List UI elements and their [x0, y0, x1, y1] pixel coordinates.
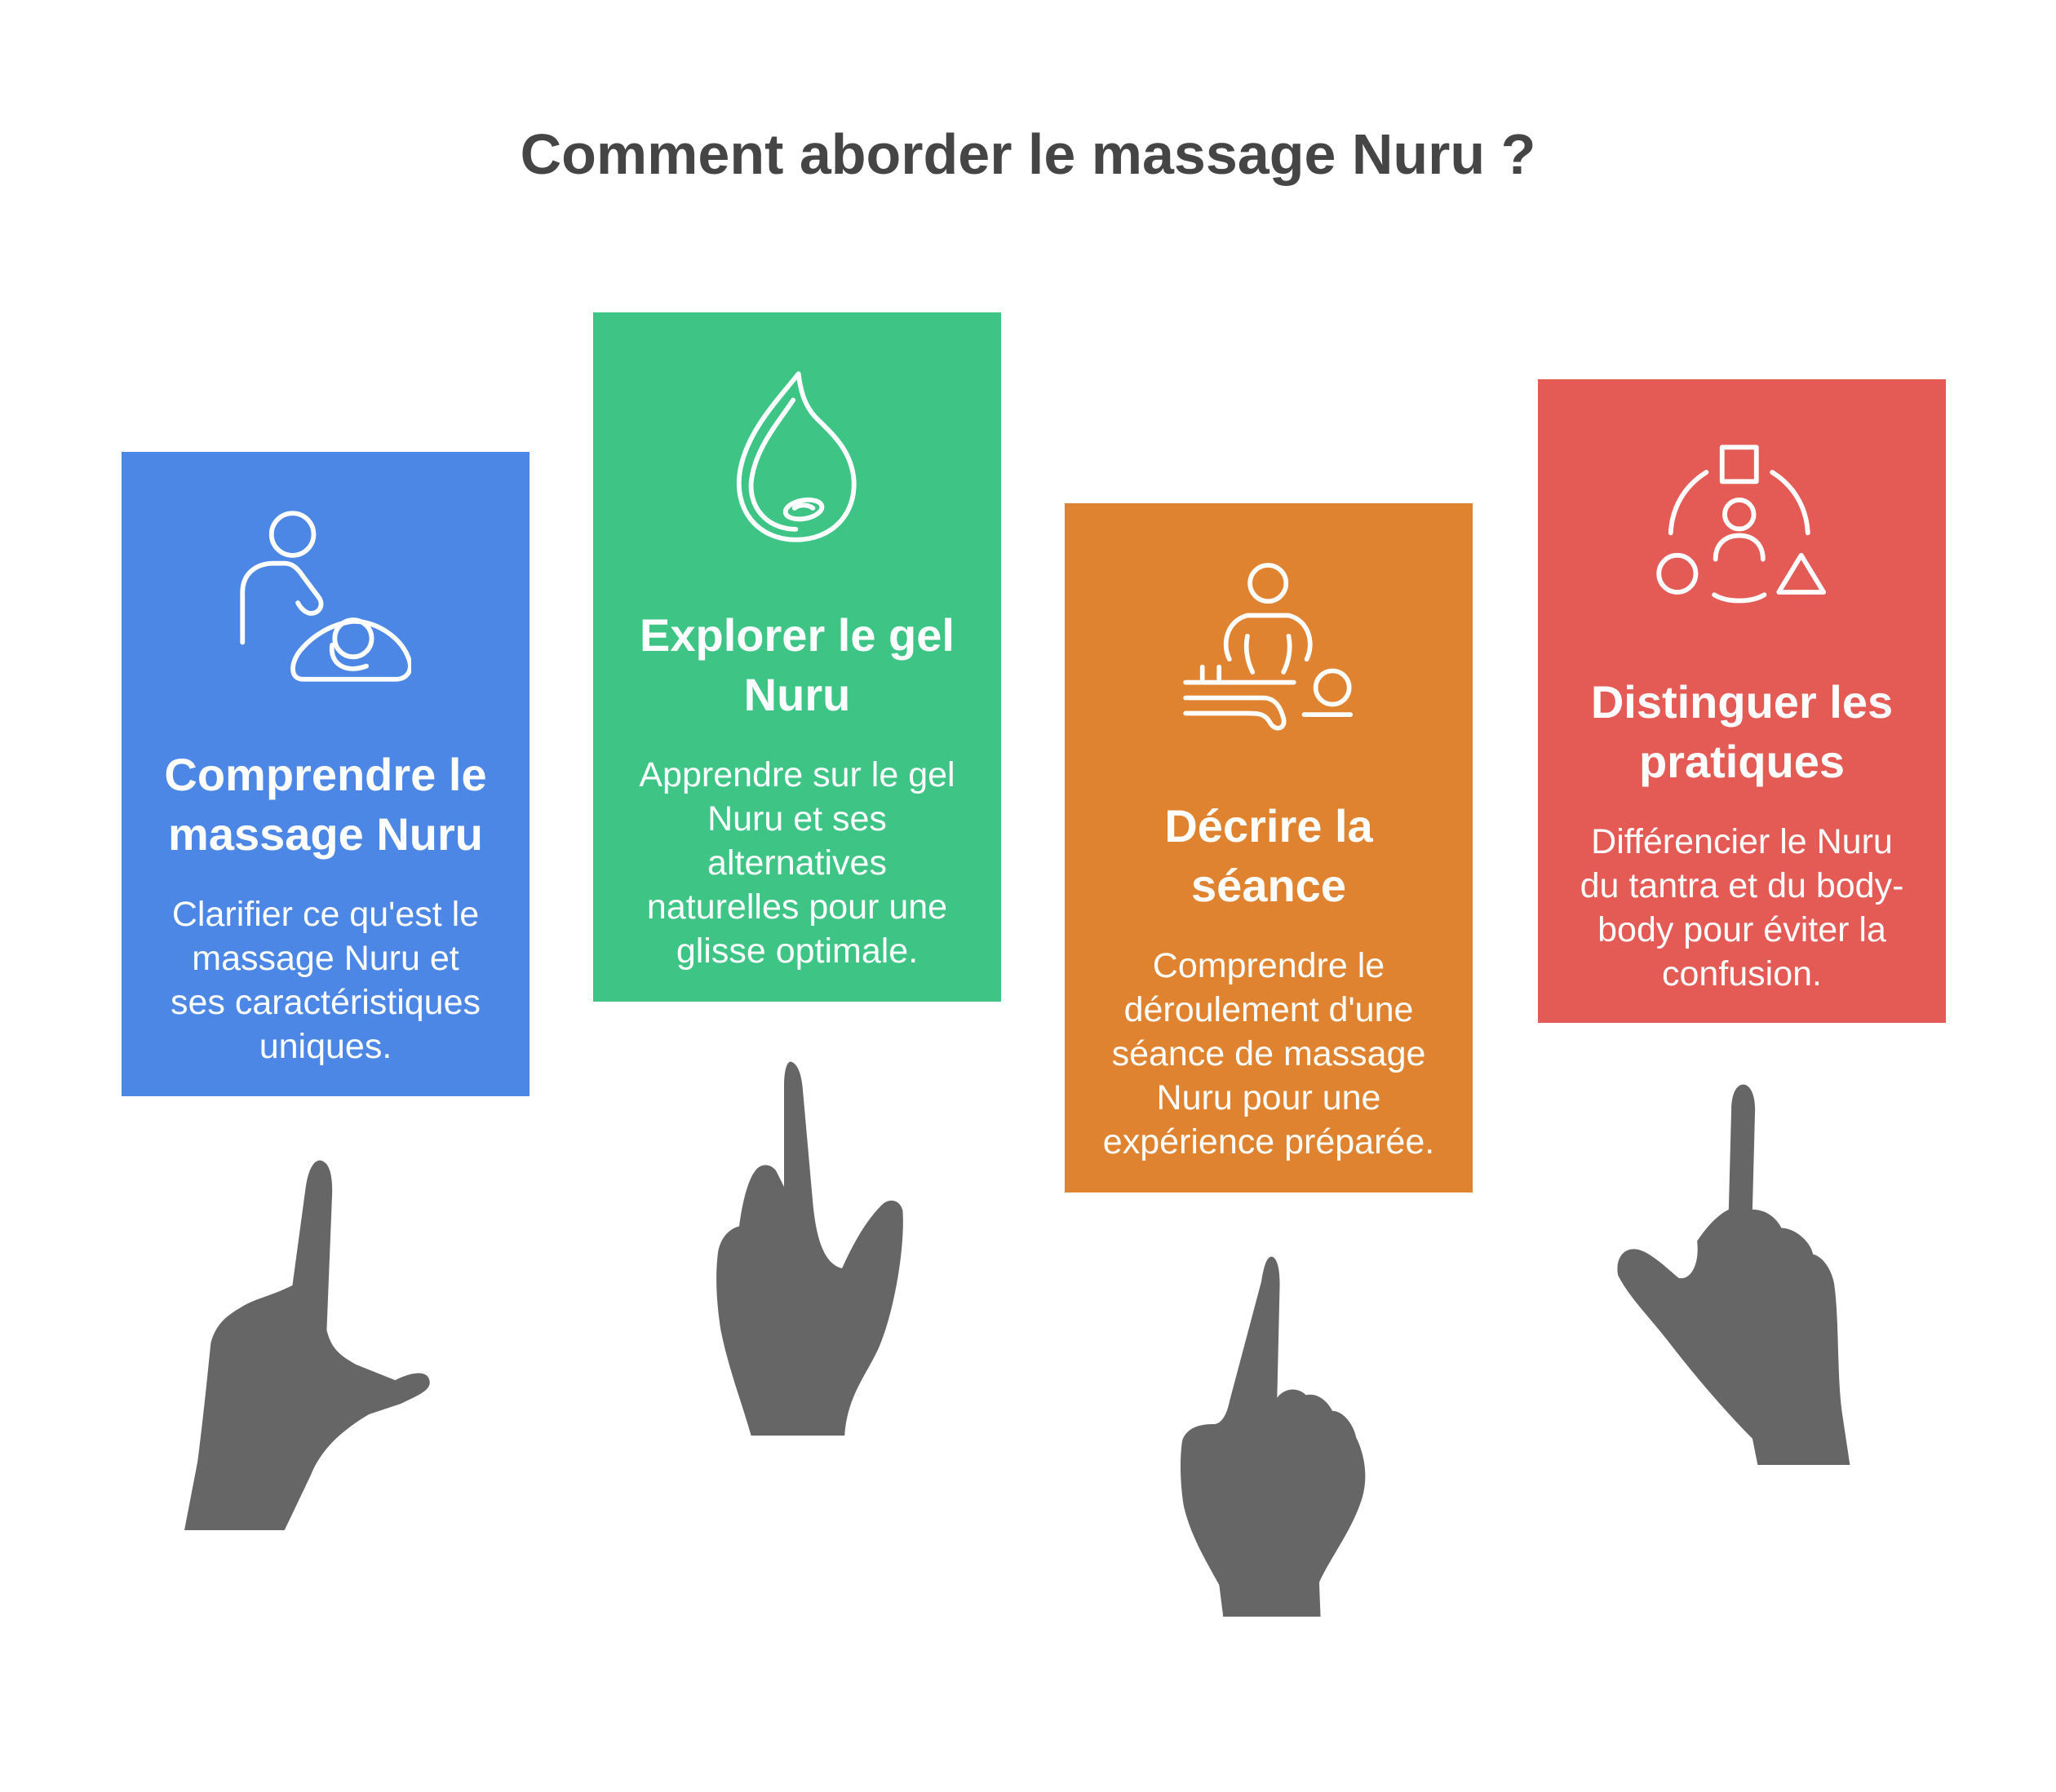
card-title: Explorer le gel Nuru [593, 605, 1001, 724]
card-description-line: body pour éviter la [1597, 910, 1886, 949]
card-description-line: massage Nuru et [192, 939, 459, 978]
card-title-line: Comprendre le [164, 749, 487, 800]
card-description-line: Clarifier ce qu'est le [171, 895, 480, 934]
card-description-line: Comprendre le [1152, 946, 1385, 985]
card-title-line: Nuru [743, 669, 851, 720]
card-description-line: déroulement d'une [1123, 990, 1414, 1029]
card-description-line: expérience préparée. [1102, 1122, 1435, 1161]
card-title-line: pratiques [1638, 736, 1846, 787]
card-title-line: Explorer le gel [640, 609, 955, 661]
card-description-line: séance de massage [1111, 1034, 1426, 1073]
card-description-line: alternatives [707, 843, 887, 883]
card-description: Différencier le Nuru du tantra et du bod… [1538, 820, 1946, 996]
card-distinguer: Distinguer les pratiques Différencier le… [1538, 379, 1946, 1023]
card-title: Distinguer les pratiques [1538, 672, 1946, 791]
card-description-line: Nuru pour une [1156, 1078, 1381, 1117]
card-description-line: Nuru et ses [707, 799, 887, 838]
pointing-hand-icon [1615, 1083, 1851, 1465]
oil-drop-icon [711, 371, 883, 542]
practices-comparison-icon [1656, 438, 1828, 609]
card-decrire: Décrire la séance Comprendre le déroulem… [1065, 503, 1473, 1192]
card-description-line: naturelles pour une [646, 887, 948, 927]
card-title-line: Décrire la [1164, 800, 1373, 852]
card-description-line: glisse optimale. [676, 931, 919, 971]
card-comprendre: Comprendre le massage Nuru Clarifier ce … [122, 452, 530, 1096]
massage-icon [240, 511, 411, 682]
card-description-line: Apprendre sur le gel [639, 755, 955, 794]
card-description-line: uniques. [259, 1027, 392, 1066]
card-description-line: ses caractéristiques [171, 983, 481, 1022]
card-description-line: Différencier le Nuru [1591, 822, 1893, 861]
card-description: Clarifier ce qu'est le massage Nuru et s… [122, 892, 530, 1069]
pointing-hand-icon [1180, 1255, 1367, 1617]
card-title-line: séance [1191, 860, 1346, 911]
card-explorer: Explorer le gel Nuru Apprendre sur le ge… [593, 312, 1001, 1002]
pointing-hand-icon [716, 1060, 904, 1436]
pointing-hand-icon [184, 1159, 431, 1530]
card-title-line: Distinguer les [1590, 676, 1894, 728]
card-description: Apprendre sur le gel Nuru et ses alterna… [593, 753, 1001, 973]
card-description-line: du tantra et du body- [1580, 866, 1904, 905]
card-description-line: confusion. [1661, 954, 1823, 993]
card-title: Comprendre le massage Nuru [122, 745, 530, 864]
card-description: Comprendre le déroulement d'une séance d… [1065, 944, 1473, 1164]
card-title-line: massage Nuru [168, 808, 483, 860]
massage-table-icon [1183, 562, 1354, 733]
card-title: Décrire la séance [1065, 796, 1473, 915]
page-title: Comment aborder le massage Nuru ? [520, 122, 1536, 186]
